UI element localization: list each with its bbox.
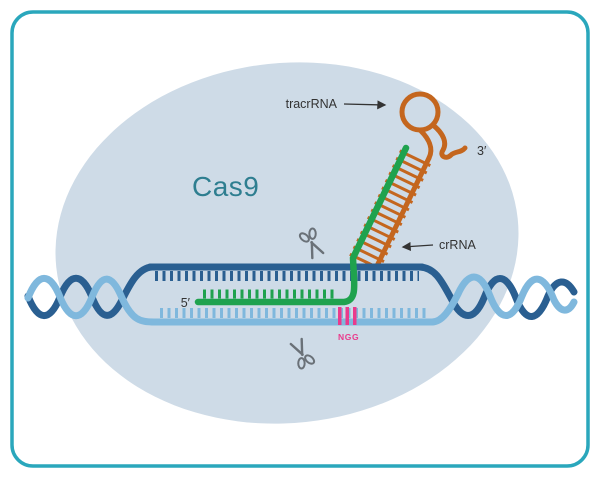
tracrrna-label: tracrRNA	[286, 97, 338, 111]
annotations: tracrRNA 3′ crRNA 5′	[181, 97, 487, 310]
crrna-strand	[194, 144, 410, 306]
crrna-label: crRNA	[439, 238, 476, 252]
crrna-backbone	[194, 144, 410, 306]
crrna-arrow	[401, 241, 434, 252]
tracrrna-three-prime-tail	[430, 122, 468, 160]
tracrrna-hairpin-loop	[399, 91, 441, 133]
tracrrna-duplex-strand	[373, 155, 432, 271]
dna-helix-right-light-strand	[428, 273, 578, 326]
rna-duplex	[349, 145, 433, 271]
five-prime-label: 5′	[181, 296, 191, 310]
dna-double-helix	[24, 263, 578, 326]
tracrrna-strand	[399, 91, 468, 161]
tracrrna-arrow	[343, 100, 387, 110]
cas9-label: Cas9	[192, 171, 259, 202]
three-prime-label: 3′	[477, 144, 487, 158]
pam-site: NGG	[338, 307, 359, 342]
tracrrna-stem	[418, 128, 434, 161]
dna-helix-left-light-strand	[24, 275, 158, 326]
pam-label: NGG	[338, 332, 359, 342]
